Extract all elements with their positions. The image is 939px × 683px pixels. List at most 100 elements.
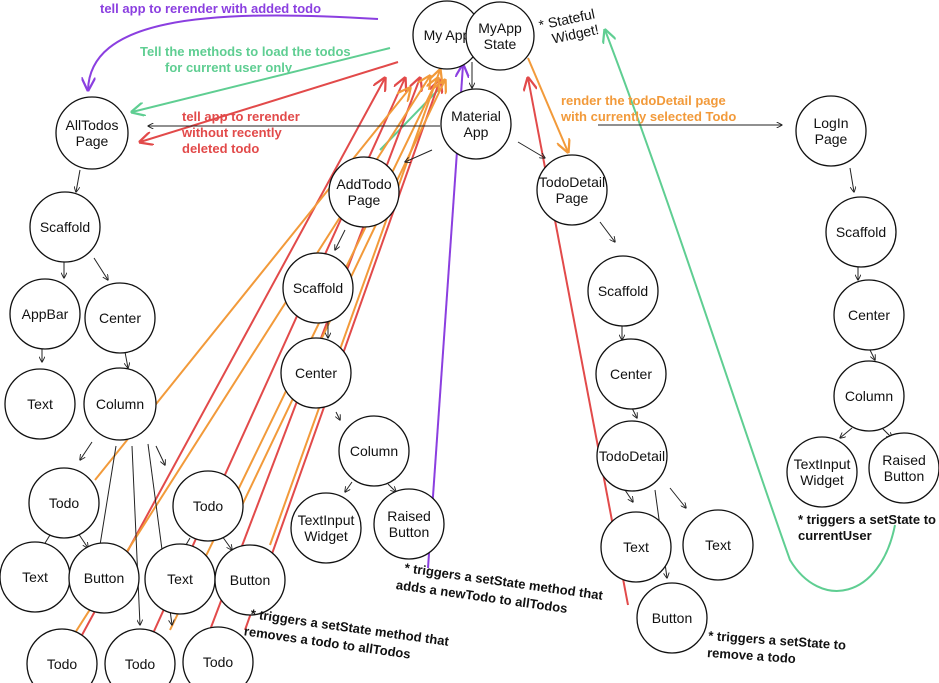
node-label: Todo (193, 498, 224, 514)
annotation-rerender-deleted-line1: tell app to rerender (182, 109, 300, 124)
node-text-detail-b: Text (682, 509, 754, 581)
node-label: Scaffold (836, 224, 886, 240)
node-todo-c: Todo (26, 628, 98, 683)
node-scaffold-all: Scaffold (29, 191, 101, 263)
node-label: TextInput (298, 512, 355, 528)
node-todo-d: Todo (104, 628, 176, 683)
node-appbar: AppBar (9, 278, 81, 350)
node-scaffold-detail: Scaffold (587, 255, 659, 327)
node-circle (833, 279, 905, 351)
node-circle (84, 282, 156, 354)
node-label: Material (451, 108, 501, 124)
node-button-detail: Button (636, 582, 708, 654)
node-label: Raised (387, 508, 431, 524)
node-circle (68, 542, 140, 614)
node-label: App (464, 124, 489, 140)
node-circle (338, 415, 410, 487)
node-label: Button (84, 570, 124, 586)
annotation-render-detail-line2: with currently selected Todo (560, 109, 736, 124)
node-circle (29, 191, 101, 263)
node-label: Todo (47, 656, 78, 672)
node-circle (373, 488, 445, 560)
node-circle (9, 278, 81, 350)
node-circle (280, 337, 352, 409)
node-circle (825, 196, 897, 268)
node-label: Button (884, 468, 924, 484)
node-column-all: Column (83, 367, 157, 441)
node-label: Text (623, 539, 649, 555)
node-circle (28, 467, 100, 539)
node-circle (636, 582, 708, 654)
node-circle (587, 255, 659, 327)
node-label: My App (424, 27, 471, 43)
node-circle (4, 368, 76, 440)
node-circle (786, 436, 858, 508)
node-label: Scaffold (293, 280, 343, 296)
node-circle (868, 432, 939, 504)
annotation-setstate-user-line1: * triggers a setState to (798, 512, 936, 527)
node-label: TextInput (794, 456, 851, 472)
node-circle (104, 628, 176, 683)
annotation-load-todos-line2: for current user only (165, 60, 293, 75)
node-circle (465, 1, 535, 71)
node-circle (600, 511, 672, 583)
annotation-rerender-deleted-line2: without recently (181, 125, 282, 140)
node-label: Widget (800, 472, 844, 488)
node-text-a: Text (0, 541, 71, 613)
red-line-detail (528, 78, 629, 606)
red-arrow-rerender-deleted (140, 61, 399, 142)
node-circle (595, 338, 667, 410)
node-label: Column (350, 443, 398, 459)
node-label: Column (96, 396, 144, 412)
node-todo-b: Todo (172, 470, 244, 542)
annotation-setstate-detail-line2: remove a todo (707, 645, 797, 666)
node-label: TodoDetail (599, 448, 665, 464)
node-center-add: Center (280, 337, 352, 409)
annotation-setstate-detail: * triggers a setState to remove a todo (707, 628, 847, 666)
node-scaffold-login: Scaffold (825, 196, 897, 268)
node-label: Text (705, 537, 731, 553)
orange-line-5 (269, 70, 440, 546)
node-circle (55, 96, 129, 170)
node-label: AppBar (22, 306, 69, 322)
annotation-setstate-user-line2: currentUser (798, 528, 872, 543)
node-label: LogIn (813, 115, 848, 131)
node-circle (172, 470, 244, 542)
node-label: Scaffold (598, 283, 648, 299)
annotation-stateful-widget: * Stateful Widget! (537, 5, 600, 46)
annotation-load-todos-line1: Tell the methods to load the todos (140, 44, 351, 59)
node-label: Todo (125, 656, 156, 672)
purple-arrow-rerender-added (88, 14, 379, 90)
annotation-rerender-added: tell app to rerender with added todo (100, 1, 321, 16)
node-label: Button (230, 572, 270, 588)
node-center-detail: Center (595, 338, 667, 410)
node-todo-e: Todo (182, 626, 254, 683)
tree-edges (42, 62, 892, 625)
node-circle (83, 367, 157, 441)
node-label: Center (610, 366, 652, 382)
node-label: Center (99, 310, 141, 326)
node-label: AllTodos (66, 117, 119, 133)
node-button-b: Button (214, 544, 286, 616)
node-circle (182, 626, 254, 683)
annotation-setstate-remove: * triggers a setState method that remove… (243, 606, 450, 662)
node-column-add: Column (338, 415, 410, 487)
node-label: Page (556, 190, 589, 206)
node-label: Page (815, 131, 848, 147)
node-todo-a: Todo (28, 467, 100, 539)
node-label: Text (167, 571, 193, 587)
annotation-rerender-deleted-line3: deleted todo (182, 141, 259, 156)
node-label: Raised (882, 452, 926, 468)
node-label: Button (652, 610, 692, 626)
node-center-all: Center (84, 282, 156, 354)
green-line-login-loop (605, 30, 896, 592)
node-circle (682, 509, 754, 581)
